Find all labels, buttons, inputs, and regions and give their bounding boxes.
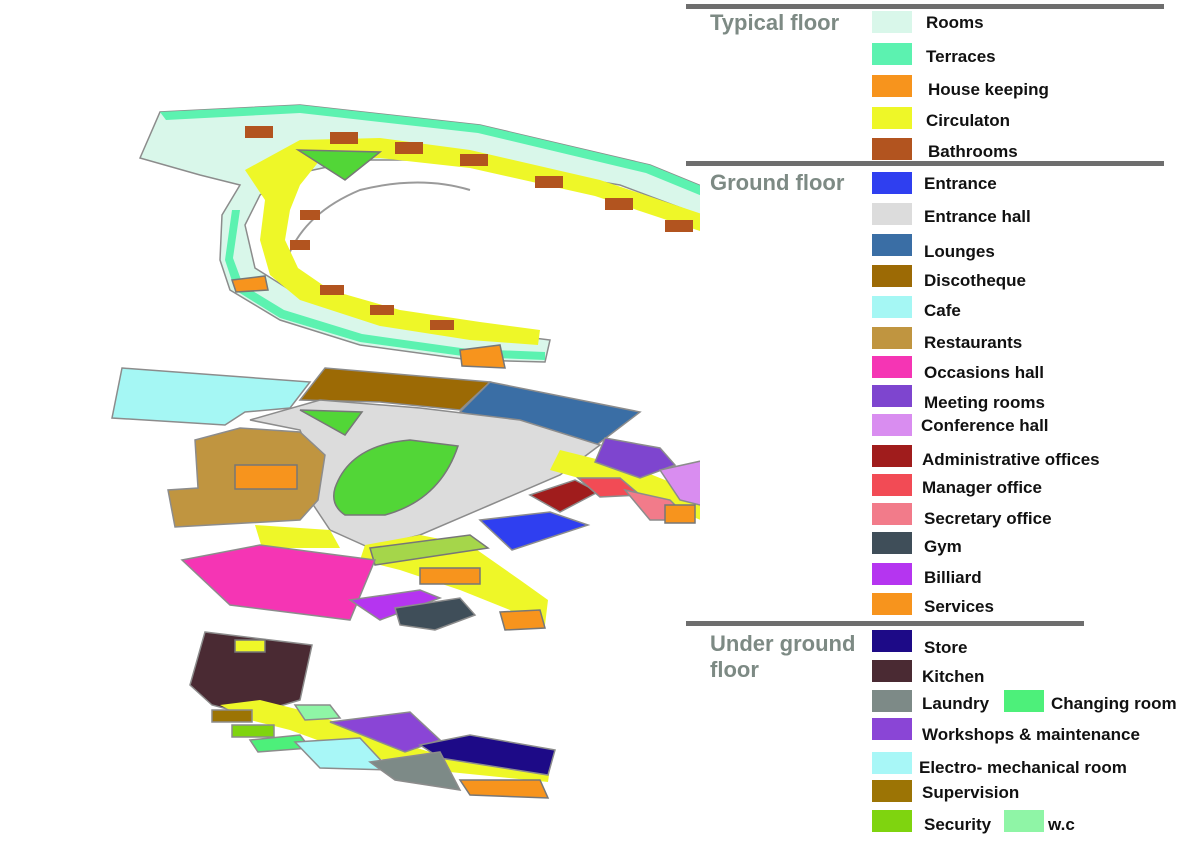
legend-label-services: Services bbox=[924, 597, 994, 616]
swatch-billiard bbox=[872, 563, 912, 585]
swatch-store bbox=[872, 630, 912, 652]
legend-label-manager-office: Manager office bbox=[922, 478, 1042, 497]
swatch-restaurants bbox=[872, 327, 912, 349]
swatch-laundry bbox=[872, 690, 912, 712]
swatch-manager-office bbox=[872, 474, 912, 496]
swatch-cafe bbox=[872, 296, 912, 318]
swatch-wc bbox=[1004, 810, 1044, 832]
legend-label-workshops: Workshops & maintenance bbox=[922, 725, 1140, 744]
legend-label-bathrooms: Bathrooms bbox=[928, 142, 1018, 161]
legend-heading-ground: Ground floor bbox=[710, 170, 845, 195]
legend-heading-under-2: floor bbox=[710, 657, 759, 682]
swatch-supervision bbox=[872, 780, 912, 802]
legend-label-store: Store bbox=[924, 638, 968, 657]
typical-floor-plan bbox=[138, 104, 700, 369]
legend-label-gym: Gym bbox=[924, 537, 962, 556]
swatch-administrative-offices bbox=[872, 445, 912, 467]
legend-label-supervision: Supervision bbox=[922, 783, 1020, 802]
swatch-house-keeping bbox=[872, 75, 912, 97]
swatch-circulation bbox=[872, 107, 912, 129]
legend-label-discotheque: Discotheque bbox=[924, 271, 1027, 290]
swatch-entrance bbox=[872, 172, 912, 194]
legend-heading-typical: Typical floor bbox=[710, 10, 840, 35]
legend-divider-under bbox=[686, 621, 1084, 626]
legend-label-circulation: Circulaton bbox=[926, 111, 1011, 130]
legend-label-terraces: Terraces bbox=[926, 47, 996, 66]
swatch-gym bbox=[872, 532, 912, 554]
legend-label-occasions-hall: Occasions hall bbox=[924, 363, 1044, 382]
swatch-lounges bbox=[872, 234, 912, 256]
swatch-secretary-office bbox=[872, 503, 912, 525]
legend-label-laundry: Laundry bbox=[922, 694, 990, 713]
swatch-entrance-hall bbox=[872, 203, 912, 225]
swatch-workshops bbox=[872, 718, 912, 740]
swatch-rooms bbox=[872, 11, 912, 33]
swatch-services bbox=[872, 593, 912, 615]
ground-floor-plan bbox=[111, 367, 700, 631]
swatch-changing-room bbox=[1004, 690, 1044, 712]
legend-label-meeting-rooms: Meeting rooms bbox=[924, 393, 1045, 412]
swatch-occasions-hall bbox=[872, 356, 912, 378]
legend-label-secretary-office: Secretary office bbox=[924, 509, 1052, 528]
legend-label-administrative-offices: Administrative offices bbox=[922, 450, 1100, 469]
legend-label-billiard: Billiard bbox=[924, 568, 982, 587]
legend-label-security: Security bbox=[924, 815, 992, 834]
legend-label-changing-room: Changing room bbox=[1051, 694, 1177, 713]
swatch-terraces bbox=[872, 43, 912, 65]
legend-label-restaurants: Restaurants bbox=[924, 333, 1023, 352]
swatch-meeting-rooms bbox=[872, 385, 912, 407]
swatch-kitchen bbox=[872, 660, 912, 682]
swatch-electro-mechanical bbox=[872, 752, 912, 774]
legend-label-kitchen: Kitchen bbox=[922, 667, 985, 686]
legend-label-wc: w.c bbox=[1048, 815, 1075, 834]
floor-plans-illustration bbox=[111, 104, 700, 799]
legend-label-rooms: Rooms bbox=[926, 13, 984, 32]
legend-divider-typical bbox=[686, 4, 1164, 9]
legend-divider-ground bbox=[686, 161, 1164, 166]
swatch-bathrooms bbox=[872, 138, 912, 160]
legend-label-cafe: Cafe bbox=[924, 301, 961, 320]
legend-heading-under-1: Under ground bbox=[710, 631, 856, 656]
underground-floor-plan bbox=[189, 631, 556, 799]
legend-label-entrance: Entrance bbox=[924, 174, 997, 193]
legend-label-entrance-hall: Entrance hall bbox=[924, 207, 1031, 226]
swatch-discotheque bbox=[872, 265, 912, 287]
legend: Typical floor Rooms Terraces House keepi… bbox=[686, 0, 1200, 849]
swatch-conference-hall bbox=[872, 414, 912, 436]
legend-label-conference-hall: Conference hall bbox=[921, 416, 1049, 435]
legend-label-electro-mechanical: Electro- mechanical room bbox=[919, 758, 1127, 777]
swatch-security bbox=[872, 810, 912, 832]
legend-label-house-keeping: House keeping bbox=[928, 80, 1049, 99]
legend-label-lounges: Lounges bbox=[924, 242, 995, 261]
